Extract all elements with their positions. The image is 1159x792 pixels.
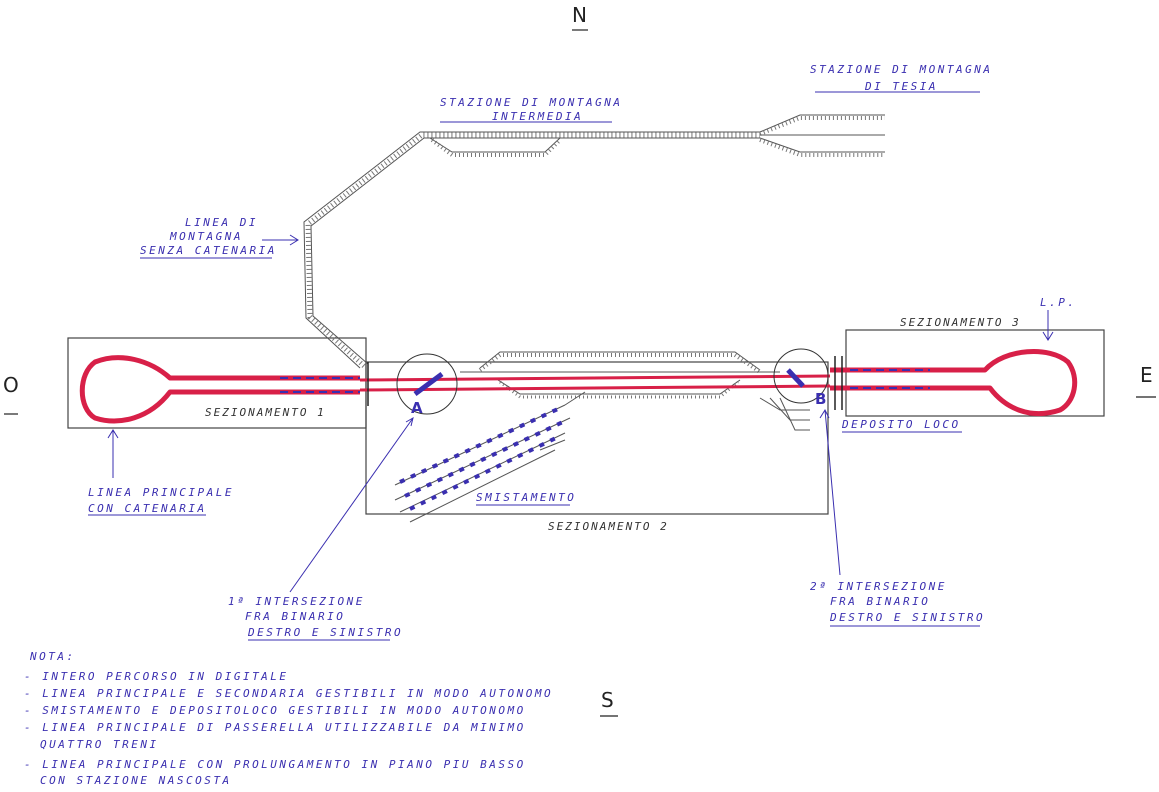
section-1-label: SEZIONAMENTO 1 (205, 406, 326, 419)
note-item: CON STAZIONE NASCOSTA (40, 774, 232, 787)
section-2-box (365, 361, 829, 515)
intersection-2-label-2: FRA BINARIO (830, 595, 930, 608)
mountain-line-track (303, 114, 885, 369)
crossover-b (786, 368, 805, 388)
intersection-1-label-3: DESTRO E SINISTRO (247, 626, 403, 639)
point-a-label: A (411, 399, 423, 417)
main-line-label-2: CON CATENARIA (88, 502, 207, 515)
north-label: N (572, 3, 587, 27)
note-item: QUATTRO TRENI (40, 738, 159, 751)
station-tesia-label-1: STAZIONE DI MONTAGNA (810, 63, 992, 76)
section-3-box (845, 329, 1105, 417)
section-3-label: SEZIONAMENTO 3 (900, 316, 1021, 329)
mountain-line-label-1: LINEA DI (185, 216, 258, 229)
south-label: S (601, 688, 614, 712)
marshalling-yard-tracks (394, 391, 586, 523)
mountain-line-label-3: SENZA CATENARIA (140, 244, 277, 257)
main-line-label-1: LINEA PRINCIPALE (88, 486, 234, 499)
smistamento-label: SMISTAMENTO (476, 491, 576, 504)
siding-tracks (460, 351, 780, 399)
notes-title: NOTA: (29, 650, 76, 663)
note-item: - INTERO PERCORSO IN DIGITALE (24, 670, 289, 683)
note-item: - LINEA PRINCIPALE DI PASSERELLA UTILIZZ… (24, 721, 526, 734)
deposito-label: DEPOSITO LOCO (841, 418, 961, 431)
loco-depot-tracks (759, 397, 810, 431)
point-b-label: B (815, 390, 826, 408)
section-2-label: SEZIONAMENTO 2 (548, 520, 669, 533)
station-tesia-label-2: DI TESIA (864, 80, 938, 93)
notes-block: NOTA: - INTERO PERCORSO IN DIGITALE - LI… (24, 650, 553, 787)
mountain-line-label-2: MONTAGNA (169, 230, 243, 243)
station-intermediate-label-1: STAZIONE DI MONTAGNA (440, 96, 622, 109)
main-line-track (79, 349, 1078, 424)
note-item: - LINEA PRINCIPALE E SECONDARIA GESTIBIL… (24, 687, 553, 700)
west-label: O (3, 373, 19, 397)
intersection-b-circle (773, 348, 829, 404)
intersection-2-label-3: DESTRO E SINISTRO (829, 611, 985, 624)
note-item: - LINEA PRINCIPALE CON PROLUNGAMENTO IN … (24, 758, 526, 771)
east-label: E (1140, 363, 1153, 387)
intersection-2-label-1: 2ª INTERSEZIONE (810, 580, 947, 593)
note-item: - SMISTAMENTO E DEPOSITOLOCO GESTIBILI I… (24, 704, 526, 717)
crossover-a (413, 371, 444, 397)
intersection-a-circle (396, 353, 458, 415)
lp-label: L.P. (1040, 296, 1077, 309)
intersection-1-label-2: FRA BINARIO (245, 610, 345, 623)
intersection-1-label-1: 1ª INTERSEZIONE (228, 595, 365, 608)
station-intermediate-label-2: INTERMEDIA (492, 110, 583, 123)
